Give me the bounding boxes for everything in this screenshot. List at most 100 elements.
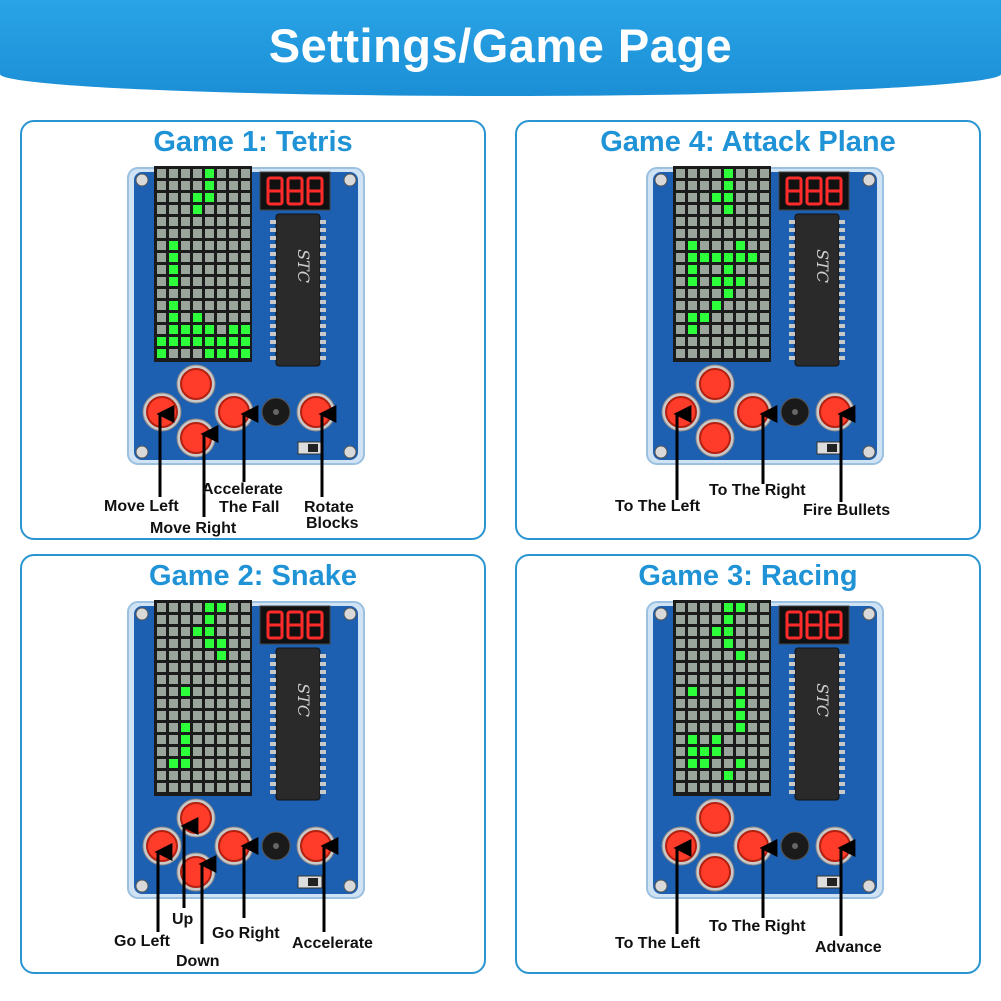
led-cell (205, 193, 214, 202)
led-cell (688, 759, 697, 768)
led-cell (217, 277, 226, 286)
led-cell (676, 603, 685, 612)
chip-pin (270, 260, 276, 264)
led-cell (181, 723, 190, 732)
led-cell (712, 265, 721, 274)
led-cell (736, 783, 745, 792)
chip-pin (839, 774, 845, 778)
led-cell (205, 205, 214, 214)
led-cell (193, 265, 202, 274)
led-cell (676, 711, 685, 720)
led-cell (736, 675, 745, 684)
led-cell (748, 253, 757, 262)
led-cell (181, 217, 190, 226)
led-cell (181, 313, 190, 322)
led-cell (736, 229, 745, 238)
led-cell (676, 277, 685, 286)
chip-pin (839, 710, 845, 714)
chip-pin (320, 292, 326, 296)
led-cell (241, 265, 250, 274)
led-cell (241, 771, 250, 780)
led-cell (181, 193, 190, 202)
led-cell (169, 651, 178, 660)
led-cell (169, 253, 178, 262)
chip-pin (270, 766, 276, 770)
led-cell (229, 639, 238, 648)
chip-pin (839, 228, 845, 232)
led-cell (712, 337, 721, 346)
chip-pin (270, 236, 276, 240)
led-cell (205, 229, 214, 238)
led-cell (724, 771, 733, 780)
led-cell (676, 747, 685, 756)
led-cell (193, 205, 202, 214)
led-cell (712, 759, 721, 768)
panel-title: Game 3: Racing (638, 560, 858, 592)
led-cell (676, 169, 685, 178)
chip-pin (320, 742, 326, 746)
led-cell (700, 229, 709, 238)
led-cell (205, 337, 214, 346)
led-cell (157, 687, 166, 696)
led-cell (724, 675, 733, 684)
led-cell (724, 747, 733, 756)
led-cell (229, 229, 238, 238)
led-cell (760, 349, 769, 358)
led-cell (760, 735, 769, 744)
chip-pin (839, 662, 845, 666)
chip-brand-label: STC (294, 249, 313, 283)
led-cell (748, 181, 757, 190)
led-cell (676, 301, 685, 310)
led-cell (169, 603, 178, 612)
chip-pin (270, 742, 276, 746)
chip-pin (839, 702, 845, 706)
red-button (180, 368, 212, 400)
led-cell (217, 253, 226, 262)
led-cell (724, 651, 733, 660)
led-cell (217, 675, 226, 684)
led-cell (724, 241, 733, 250)
led-cell (157, 313, 166, 322)
led-cell (748, 699, 757, 708)
led-cell (736, 265, 745, 274)
led-cell (700, 783, 709, 792)
chip-pin (839, 276, 845, 280)
chip-pin (320, 268, 326, 272)
led-cell (157, 193, 166, 202)
led-cell (748, 771, 757, 780)
led-cell (169, 313, 178, 322)
led-cell (700, 169, 709, 178)
led-cell (676, 337, 685, 346)
led-cell (724, 699, 733, 708)
led-cell (157, 675, 166, 684)
led-cell (748, 735, 757, 744)
led-cell (688, 627, 697, 636)
led-cell (700, 615, 709, 624)
led-cell (241, 663, 250, 672)
led-cell (181, 241, 190, 250)
led-cell (736, 723, 745, 732)
led-cell (205, 301, 214, 310)
led-cell (229, 723, 238, 732)
chip-pin (320, 686, 326, 690)
led-cell (688, 651, 697, 660)
led-cell (241, 699, 250, 708)
buzzer-hole (273, 409, 279, 415)
led-cell (229, 193, 238, 202)
led-cell (724, 723, 733, 732)
led-cell (217, 229, 226, 238)
led-cell (688, 277, 697, 286)
led-cell (676, 615, 685, 624)
led-cell (760, 205, 769, 214)
led-cell (205, 711, 214, 720)
page-header: Settings/Game Page (0, 0, 1001, 96)
led-cell (736, 205, 745, 214)
led-cell (169, 711, 178, 720)
led-cell (181, 169, 190, 178)
led-cell (157, 349, 166, 358)
led-cell (157, 337, 166, 346)
chip-pin (839, 220, 845, 224)
chip-pin (839, 678, 845, 682)
led-cell (748, 301, 757, 310)
led-cell (712, 603, 721, 612)
